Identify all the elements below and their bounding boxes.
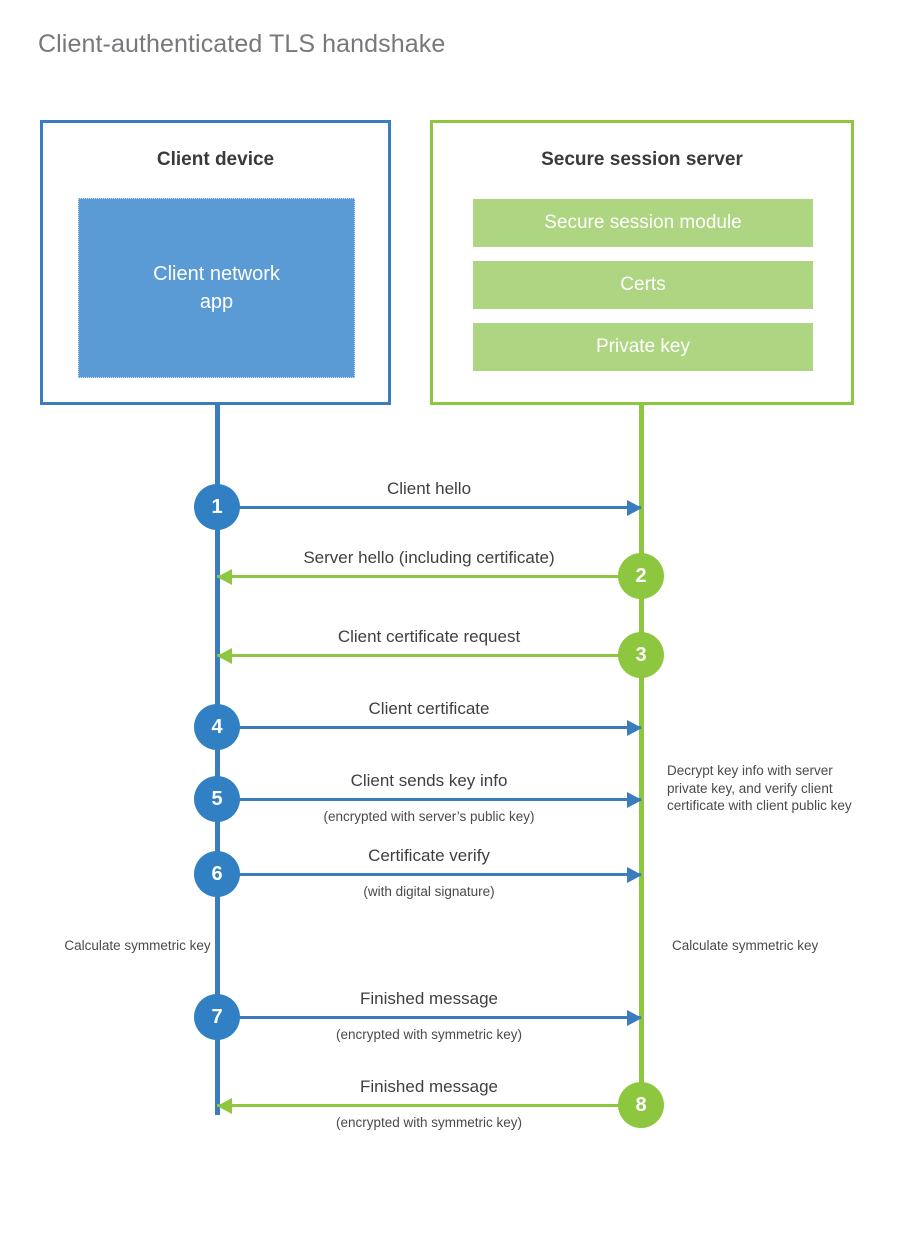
message-line-7 [217,1016,641,1019]
client-device-box: Client device Client network app [40,120,391,405]
server-component-private-key: Private key [473,323,813,371]
step-number-badge-3: 3 [618,632,664,678]
arrow-head-icon-2 [217,569,232,585]
message-line-5 [217,798,641,801]
arrow-head-icon-3 [217,648,232,664]
message-label-4: Client certificate [368,699,490,718]
message-label-7: Finished message [360,989,498,1008]
client-network-app-box: Client network app [78,198,355,378]
arrow-head-icon-5 [627,792,642,808]
message-label-5: Client sends key info [350,771,508,790]
client-calculate-symmetric-key-note: Calculate symmetric key [64,938,211,953]
message-line-1 [217,506,641,509]
client-lifeline [215,403,220,1115]
step-number-badge-1: 1 [194,484,240,530]
secure-session-server-title: Secure session server [541,149,743,170]
server-component-certs: Certs [473,261,813,309]
server-lifeline [639,403,644,1105]
message-sublabel-6: (with digital signature) [363,884,495,899]
client-network-app-label: Client network app [153,263,280,313]
arrow-head-icon-8 [217,1098,232,1114]
step-number-badge-2: 2 [618,553,664,599]
message-label-6: Certificate verify [368,846,490,865]
step-number-badge-5: 5 [194,776,240,822]
message-line-2 [217,575,641,578]
message-label-8: Finished message [360,1077,498,1096]
message-label-1: Client hello [386,479,472,498]
message-sublabel-7: (encrypted with symmetric key) [335,1027,523,1042]
client-device-title: Client device [156,149,275,170]
message-line-3 [217,654,641,657]
message-sublabel-5: (encrypted with server’s public key) [323,809,535,824]
secure-session-server-box: Secure session server Secure session mod… [430,120,854,405]
message-label-3: Client certificate request [337,627,521,646]
message-line-8 [217,1104,641,1107]
arrow-head-icon-6 [627,867,642,883]
page-title: Client-authenticated TLS handshake [38,30,446,58]
message-line-6 [217,873,641,876]
step-number-badge-6: 6 [194,851,240,897]
server-component-secure-session-module: Secure session module [473,199,813,247]
arrow-head-icon-7 [627,1010,642,1026]
arrow-head-icon-1 [627,500,642,516]
message-label-2: Server hello (including certificate) [303,548,555,567]
arrow-head-icon-4 [627,720,642,736]
message-sublabel-8: (encrypted with symmetric key) [335,1115,523,1130]
server-calculate-symmetric-key-note: Calculate symmetric key [672,938,819,953]
step-number-badge-7: 7 [194,994,240,1040]
server-decrypt-note: Decrypt key info with server private key… [667,763,852,813]
step-number-badge-4: 4 [194,704,240,750]
message-line-4 [217,726,641,729]
step-number-badge-8: 8 [618,1082,664,1128]
